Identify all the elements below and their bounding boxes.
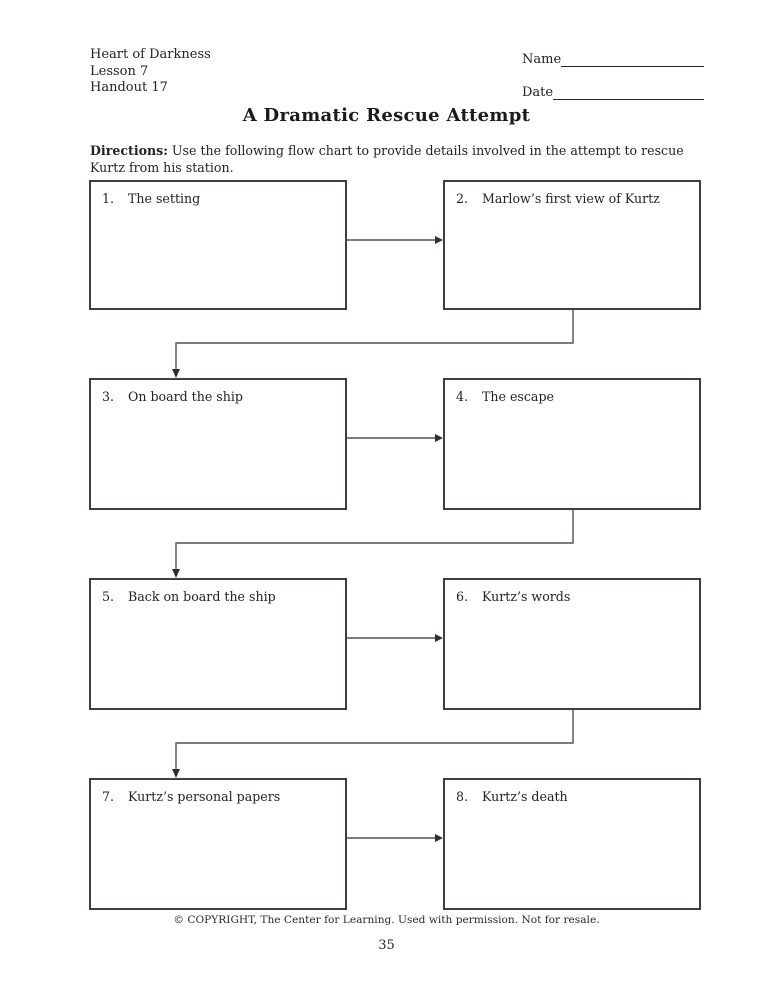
flow-box-6-kurtzs-words: 6. Kurtz’s words [443,578,701,710]
directions-label: Directions: [90,143,168,158]
box-label: Kurtz’s words [482,589,571,604]
page-title: A Dramatic Rescue Attempt [242,105,531,126]
box-number: 2. [456,191,469,206]
handout-number: Handout 17 [90,80,168,95]
date-blank-line [553,87,704,100]
box-number: 6. [456,589,469,604]
box-number: 5. [102,589,115,604]
box-number: 3. [102,389,115,404]
date-field: Date [522,85,704,100]
date-label: Date [522,85,554,100]
flow-box-7-personal-papers: 7. Kurtz’s personal papers [89,778,347,910]
flow-box-4-the-escape: 4. The escape [443,378,701,510]
box-label: Back on board the ship [128,589,276,604]
box-number: 8. [456,789,469,804]
arrow-box2-to-box3 [172,310,574,378]
name-field: Name [522,52,704,67]
flow-box-1-the-setting: 1. The setting [89,180,347,310]
flow-box-8-kurtzs-death: 8. Kurtz’s death [443,778,701,910]
flow-box-2-marlows-first-view: 2. Marlow’s first view of Kurtz [443,180,701,310]
box-number: 1. [102,191,115,206]
box-label: Kurtz’s personal papers [128,789,281,804]
name-blank-line [561,54,704,67]
arrow-box5-to-box6 [347,634,443,642]
arrow-box7-to-box8 [347,834,443,842]
header-info: Heart of Darkness Lesson 7 Handout 17 [90,47,211,97]
directions-text: Use the following flow chart to provide … [90,143,684,175]
page-number: 35 [378,938,395,953]
box-number: 4. [456,389,469,404]
copyright-notice: © COPYRIGHT, The Center for Learning. Us… [173,914,600,926]
box-number: 7. [102,789,115,804]
directions: Directions: Use the following flow chart… [90,142,712,176]
flow-box-3-on-board-ship: 3. On board the ship [89,378,347,510]
box-label: The setting [128,191,201,206]
box-label: The escape [482,389,554,404]
arrow-box3-to-box4 [347,434,443,442]
arrow-box4-to-box5 [172,510,574,578]
box-label: Marlow’s first view of Kurtz [482,191,660,206]
flow-box-5-back-on-board: 5. Back on board the ship [89,578,347,710]
course-title: Heart of Darkness [90,47,211,62]
box-label: On board the ship [128,389,243,404]
lesson-number: Lesson 7 [90,63,149,79]
box-label: Kurtz’s death [482,789,568,804]
arrow-box1-to-box2 [347,236,443,244]
name-label: Name [522,52,562,67]
arrow-box6-to-box7 [172,710,574,778]
